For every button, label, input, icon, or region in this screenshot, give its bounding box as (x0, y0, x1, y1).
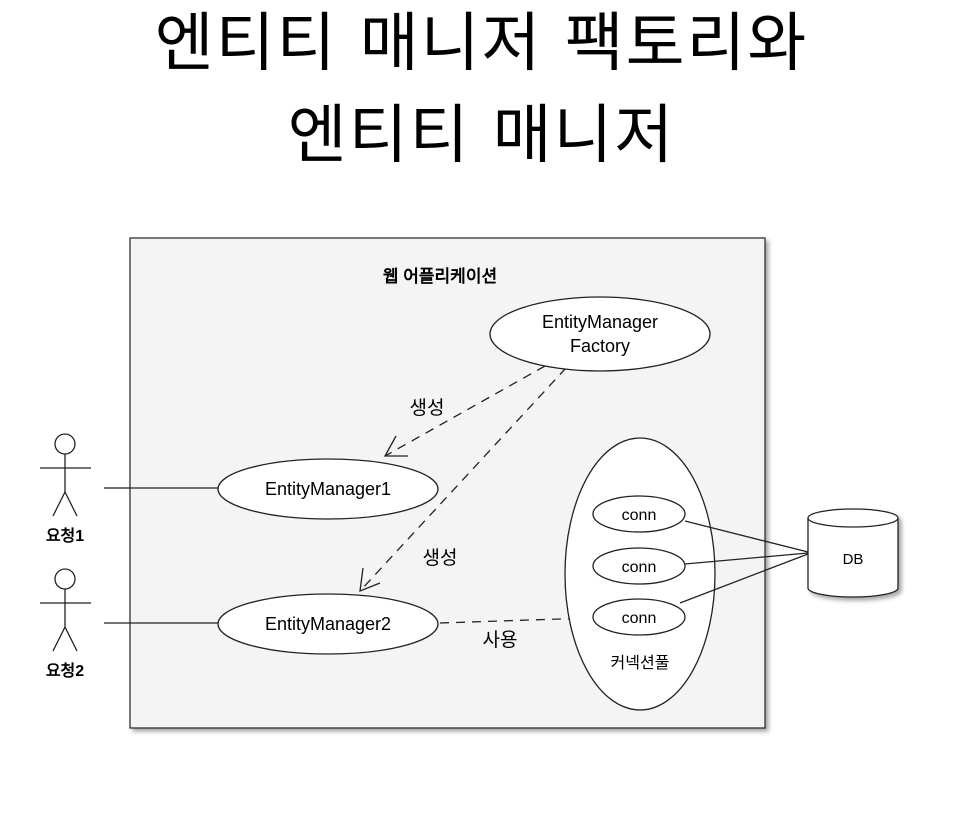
create-arrow-2-head (359, 567, 381, 593)
entity-manager-2-node (217, 593, 439, 655)
actor-1-icon (40, 433, 91, 517)
db-node (807, 508, 899, 598)
entity-manager-2-label: EntityManager2 (265, 614, 391, 634)
create-arrow-1-head (383, 435, 408, 457)
entity-manager-1-node (217, 458, 439, 520)
title-line-1: 엔티티 매니저 팩토리와 (154, 7, 809, 81)
create-arrow-1 (384, 365, 546, 457)
actor-2-label: 요청2 (46, 661, 84, 680)
conn-1-node (592, 495, 686, 533)
entity-manager-1-label: EntityManager1 (265, 479, 391, 499)
create-label-2: 생성 (423, 547, 458, 569)
conn-3-node (592, 598, 686, 636)
connection-pool-label: 커넥션풀 (611, 654, 670, 672)
create-label-1: 생성 (410, 397, 445, 419)
actor-1-label: 요청1 (46, 526, 84, 545)
actor-2-icon (40, 568, 91, 652)
factory-label-line-1: EntityManager (542, 312, 658, 332)
create-arrow-2 (359, 367, 567, 592)
conn-2-db-link (684, 552, 809, 565)
db-label: DB (843, 551, 864, 568)
web-application-label: 웹 어플리케이션 (383, 267, 497, 286)
use-label: 사용 (483, 629, 518, 651)
title-line-2: 엔티티 매니저 (287, 99, 676, 173)
conn-1-label: conn (622, 507, 657, 524)
entity-manager-factory-node (489, 296, 711, 372)
conn-3-db-link (679, 553, 809, 604)
factory-label-line-2: Factory (570, 336, 630, 356)
conn-2-node (592, 547, 686, 585)
conn-2-label: conn (622, 559, 657, 576)
conn-3-label: conn (622, 610, 657, 627)
conn-1-db-link (684, 520, 809, 553)
